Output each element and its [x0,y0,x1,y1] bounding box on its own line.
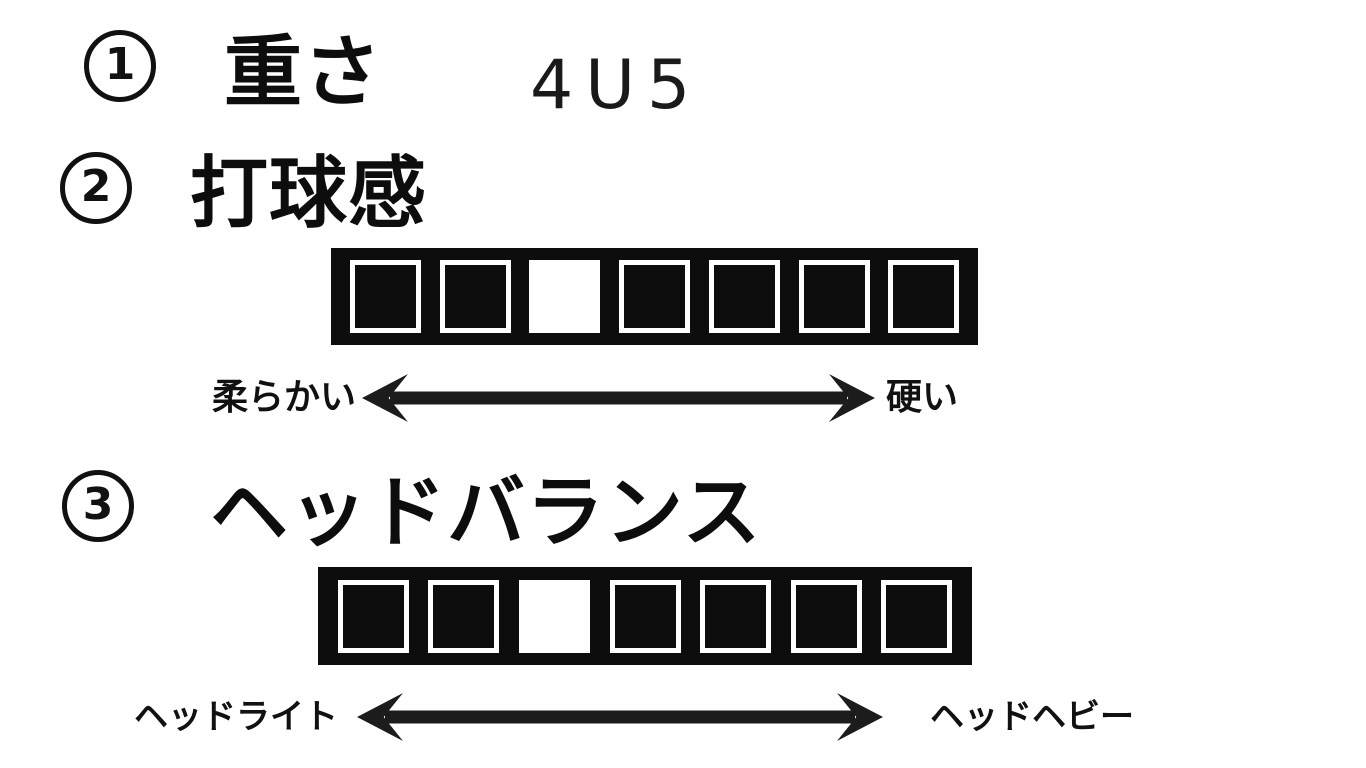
hitting-feel-scale [331,248,978,345]
scale-cell [609,579,681,653]
hitting-feel-left-label: 柔らかい [212,377,357,418]
section-1-number-badge: 1 [84,30,156,102]
section-1-number: 1 [104,39,136,90]
hitting-feel-axis-arrow [362,374,875,422]
head-balance-axis-arrow [357,693,883,741]
arrow-shaft [390,391,847,405]
scale-cell [708,260,780,333]
head-balance-right-label: ヘッドヘビー [930,697,1134,737]
scale-cell [798,260,870,333]
section-1-title-weight: 重さ [224,28,383,118]
scale-cell-selected [529,260,601,333]
section-3-number: 3 [82,479,114,530]
scale-cell [439,260,511,333]
scale-cell [881,579,953,653]
section-2-number-badge: 2 [60,152,132,224]
section-2-title-hitting-feel: 打球感 [190,149,428,239]
weight-value: 4U5 [530,46,703,125]
hitting-feel-right-label: 硬い [886,377,959,418]
arrow-shaft [385,710,855,724]
section-3-title-head-balance: ヘッドバランス [210,468,762,558]
scale-cell [349,260,421,333]
scale-cell [888,260,960,333]
scale-cell [790,579,862,653]
section-2-number: 2 [80,161,112,212]
section-3-number-badge: 3 [62,470,134,542]
scale-cell [428,579,500,653]
scale-cell [700,579,772,653]
scale-cell [337,579,409,653]
scale-cell [619,260,690,333]
scale-cell-selected [518,579,590,653]
head-balance-scale [318,567,972,665]
head-balance-left-label: ヘッドライト [134,697,338,737]
